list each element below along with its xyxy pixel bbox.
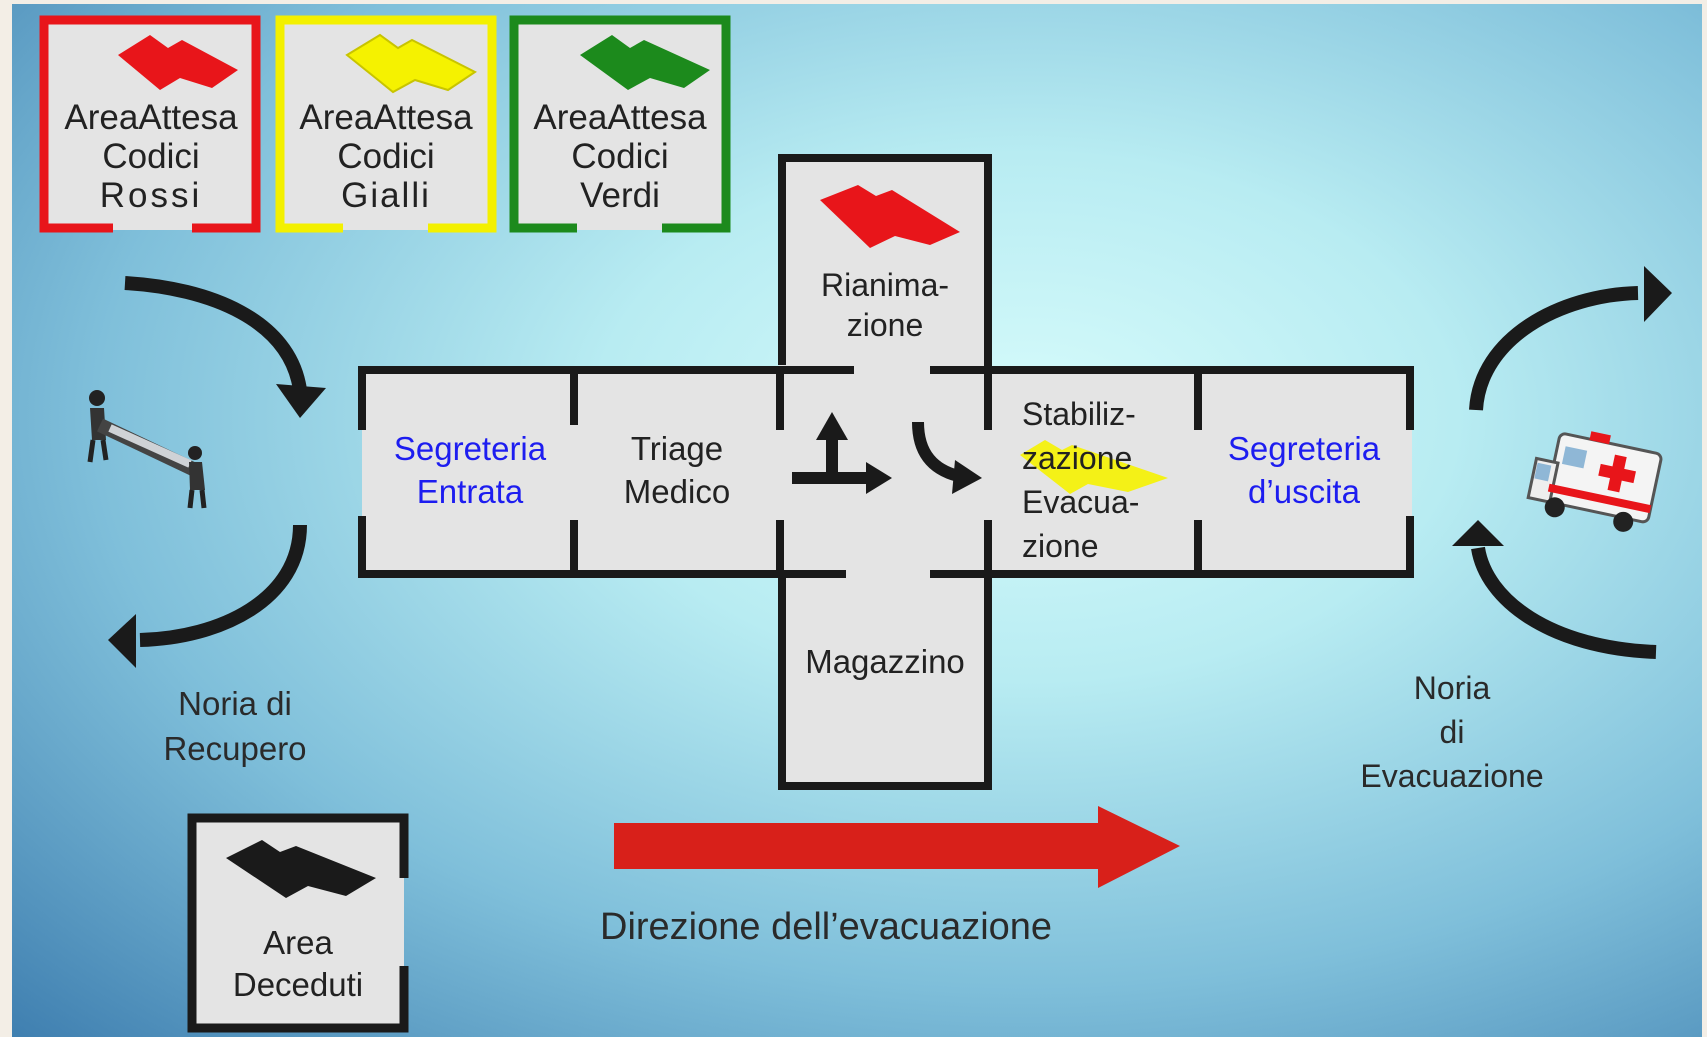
area-deceduti [187, 813, 409, 1033]
waiting-area-yellow-label: AreaAttesa Codici Gialli [282, 98, 490, 216]
red-flag-icon [118, 35, 238, 90]
label-line: Verdi [580, 176, 660, 216]
rianimazione-red-flag-icon [820, 185, 960, 248]
black-flag-icon [226, 840, 376, 898]
label-line: Gialli [341, 176, 431, 216]
label-line: AreaAttesa [64, 98, 238, 137]
direction-label: Direzione dell’evacuazione [600, 906, 1053, 948]
label-line: Noria [1413, 670, 1491, 706]
noria-evacuazione-label: Noria di Evacuazione [1330, 666, 1574, 798]
magazzino-label: Magazzino [805, 643, 965, 680]
area-deceduti-label: Area Deceduti [196, 922, 400, 1006]
label-line: Triage [630, 430, 724, 467]
label-line: Segreteria [393, 430, 547, 467]
green-flag-icon [580, 35, 710, 90]
noria-evacuazione-arrows [1452, 266, 1672, 659]
waiting-area-green-label: AreaAttesa Codici Verdi [516, 98, 724, 216]
label-line: Medico [623, 472, 731, 510]
label-line: Area [263, 924, 333, 961]
yellow-flag-icon [345, 33, 477, 94]
noria-recupero-arrows [108, 276, 326, 668]
rianimazione-label: Rianima- zione [784, 267, 986, 344]
label-line: Stabiliz- [1022, 396, 1136, 432]
label-line: Entrata [416, 472, 524, 510]
label-line: d’uscita [1248, 472, 1360, 510]
label-line: zione [1022, 528, 1099, 565]
noria-recupero-label: Noria di Recupero [130, 682, 340, 771]
label-line: Noria di [178, 685, 292, 722]
direction-arrow [614, 806, 1180, 888]
label-line: AreaAttesa [299, 98, 473, 137]
label-line: Rianima- [820, 267, 950, 303]
segreteria-entrata-label: Segreteria Entrata [370, 428, 570, 514]
label-line: Segreteria [1227, 430, 1381, 467]
label-line: zione [846, 306, 924, 343]
label-line: Deceduti [232, 966, 364, 1004]
waiting-area-yellow [275, 15, 497, 233]
waiting-area-red [39, 15, 261, 233]
waiting-area-green [509, 15, 731, 233]
label-line: Evacua- [1022, 484, 1140, 521]
cross-building [358, 154, 1414, 790]
segreteria-uscita-label: Segreteria d’uscita [1202, 428, 1406, 514]
ambulance-icon [1526, 431, 1663, 532]
stabilizzazione-yellow-flag-icon [1020, 440, 1168, 494]
waiting-area-red-label: AreaAttesa Codici Rossi [48, 98, 254, 216]
label-line: Rossi [99, 176, 203, 216]
label-line: Codici [102, 137, 200, 177]
label-line: zazione [1022, 440, 1133, 477]
label-line: Codici [337, 137, 435, 177]
triage-label: Triage Medico [578, 428, 776, 514]
stabilizzazione-label: Stabiliz- zazione Evacua- zione [1022, 392, 1192, 569]
label-line: Codici [571, 137, 669, 177]
label-line: di [1439, 714, 1465, 751]
label-line: Recupero [163, 729, 307, 767]
stretcher-bearers-icon [87, 390, 207, 509]
label-line: AreaAttesa [533, 98, 707, 137]
label-line: Evacuazione [1360, 758, 1544, 795]
